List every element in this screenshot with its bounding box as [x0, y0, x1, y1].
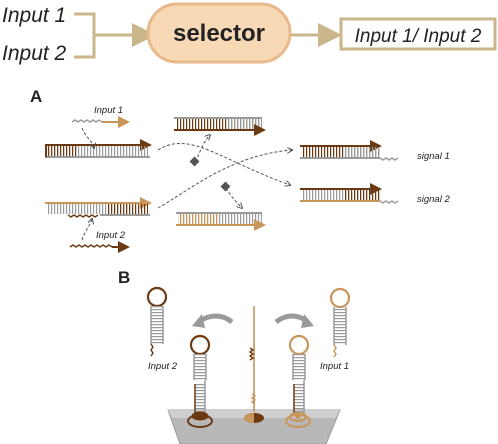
reaction-arrow-3 — [195, 135, 210, 163]
panel-a-input-1-label: Input 1 — [94, 105, 123, 116]
middle-duplex-top — [174, 117, 266, 136]
panel-a-input-2-label: Input 2 — [96, 230, 126, 241]
header-input-1-label: Input 1 — [2, 4, 66, 27]
signal-1-label: signal 1 — [417, 151, 450, 162]
input-2-binding-arrow — [81, 219, 92, 241]
signal-2-label: signal 2 — [417, 194, 450, 205]
panel-a: A Input 1 Input 2 — [30, 87, 450, 253]
selector-box — [146, 2, 292, 64]
hairpin-tethered-left — [189, 334, 211, 421]
reaction-arrow-2 — [157, 150, 292, 209]
gate-duplex-1 — [45, 139, 152, 158]
hairpin-free-right — [329, 287, 351, 358]
input-merge-connector — [74, 12, 150, 59]
reaction-node-2 — [220, 181, 231, 192]
input-1-strand — [71, 116, 130, 128]
release-arrow-left-head — [192, 314, 205, 328]
header-input-2-label: Input 2 — [2, 42, 67, 65]
header-schematic: Input 1 Input 2 selector Input 1/ Input … — [2, 2, 497, 65]
release-arrow-right-head — [301, 314, 314, 328]
panel-a-label: A — [30, 87, 42, 106]
electrode-spot-left — [187, 414, 213, 428]
product-duplex-2 — [300, 183, 399, 204]
input-1-binding-arrow — [81, 127, 94, 148]
panel-b-label: B — [118, 268, 130, 287]
output-box — [339, 17, 497, 51]
output-label: Input 1/ Input 2 — [355, 26, 482, 47]
selector-label: selector — [173, 20, 265, 47]
reaction-node-1 — [189, 156, 200, 167]
gate-duplex-2 — [45, 197, 152, 218]
hairpin-tethered-right — [288, 334, 310, 422]
hairpin-free-left — [146, 286, 168, 357]
product-duplex-1 — [300, 140, 399, 161]
panel-b: B Input 2 Input 1 — [118, 268, 351, 444]
panel-b-input-2-label: Input 2 — [148, 361, 178, 372]
middle-duplex-bottom — [176, 212, 266, 231]
reaction-arrow-1 — [157, 142, 290, 185]
center-probe — [244, 306, 264, 423]
panel-b-input-1-label: Input 1 — [320, 361, 349, 372]
reaction-arrow-4 — [225, 187, 242, 208]
input-2-strand — [69, 241, 130, 253]
electrode-spot-right — [285, 414, 311, 428]
